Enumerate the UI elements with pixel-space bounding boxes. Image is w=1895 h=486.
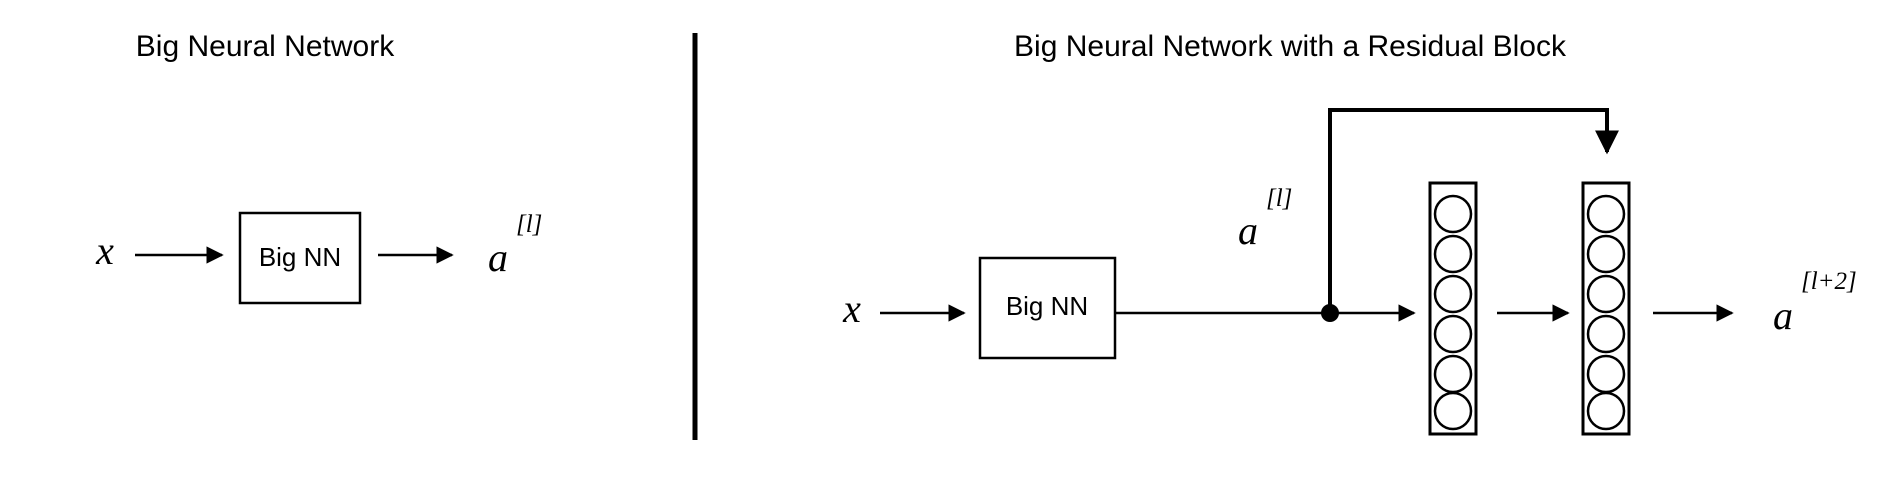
left-output-label-base: a — [488, 235, 508, 280]
hidden-layer-2 — [1581, 181, 1631, 436]
left-big-nn-box — [238, 211, 362, 305]
neuron — [1433, 314, 1473, 354]
right-big-nn-box-label: Big NN — [1006, 291, 1088, 321]
hidden-layer-1 — [1428, 181, 1478, 436]
neuron — [1433, 234, 1473, 274]
right-output-label: a [l+2] — [1773, 268, 1857, 338]
neuron — [1586, 314, 1626, 354]
left-output-label-superscript: [l] — [516, 211, 542, 238]
right-activation-label: a [l] — [1238, 185, 1292, 253]
left-panel-group: Big Neural Network x Big NN a [l] — [95, 30, 542, 305]
right-output-label-base: a — [1773, 293, 1793, 338]
neuron — [1433, 391, 1473, 431]
left-big-nn-box-label: Big NN — [259, 242, 341, 272]
right-activation-label-superscript: [l] — [1266, 185, 1292, 212]
left-output-label: a [l] — [488, 211, 542, 280]
right-input-label: x — [842, 286, 861, 331]
left-panel-title: Big Neural Network — [136, 30, 395, 63]
left-input-label: x — [95, 228, 114, 273]
right-output-label-superscript: [l+2] — [1801, 268, 1857, 295]
right-panel-group: Big Neural Network with a Residual Block… — [842, 30, 1857, 436]
right-big-nn-box — [978, 256, 1117, 360]
neuron — [1586, 274, 1626, 314]
neuron — [1433, 194, 1473, 234]
neuron — [1586, 194, 1626, 234]
right-panel-title: Big Neural Network with a Residual Block — [1014, 30, 1567, 63]
skip-connection-path — [1328, 108, 1619, 313]
neuron — [1433, 354, 1473, 394]
right-activation-label-base: a — [1238, 208, 1258, 253]
neuron — [1433, 274, 1473, 314]
neuron — [1586, 354, 1626, 394]
skip-connection-junction — [1321, 304, 1339, 322]
neuron — [1586, 234, 1626, 274]
neuron — [1586, 391, 1626, 431]
